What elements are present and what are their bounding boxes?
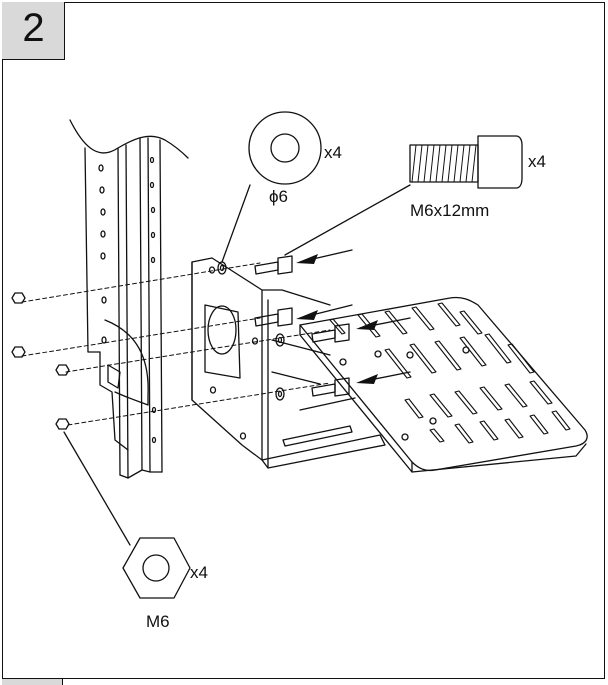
nut-hardware (11, 292, 70, 430)
washer-icon (248, 111, 322, 185)
nut-qty: x4 (190, 563, 208, 582)
bolt-size: M6x12mm (410, 201, 490, 220)
next-step-tab (2, 679, 63, 685)
step-number-box: 2 (2, 2, 65, 60)
bolt-hardware (254, 255, 350, 397)
nut-leader (63, 431, 131, 546)
washer-size: ϕ6 (269, 187, 288, 206)
upright-rail (69, 119, 189, 479)
nut-size: M6 (146, 612, 170, 631)
washer-qty: x4 (324, 143, 342, 162)
bolt-qty: x4 (528, 152, 546, 171)
hex-nut-icon (122, 537, 191, 599)
washer-leader (221, 184, 251, 263)
hex-socket-bolt-icon (409, 135, 523, 189)
bolt-leader (284, 184, 411, 256)
alignment-lines (21, 262, 331, 426)
slotted-plate (299, 296, 588, 473)
l-bracket (191, 257, 386, 469)
step-number: 2 (22, 6, 45, 50)
